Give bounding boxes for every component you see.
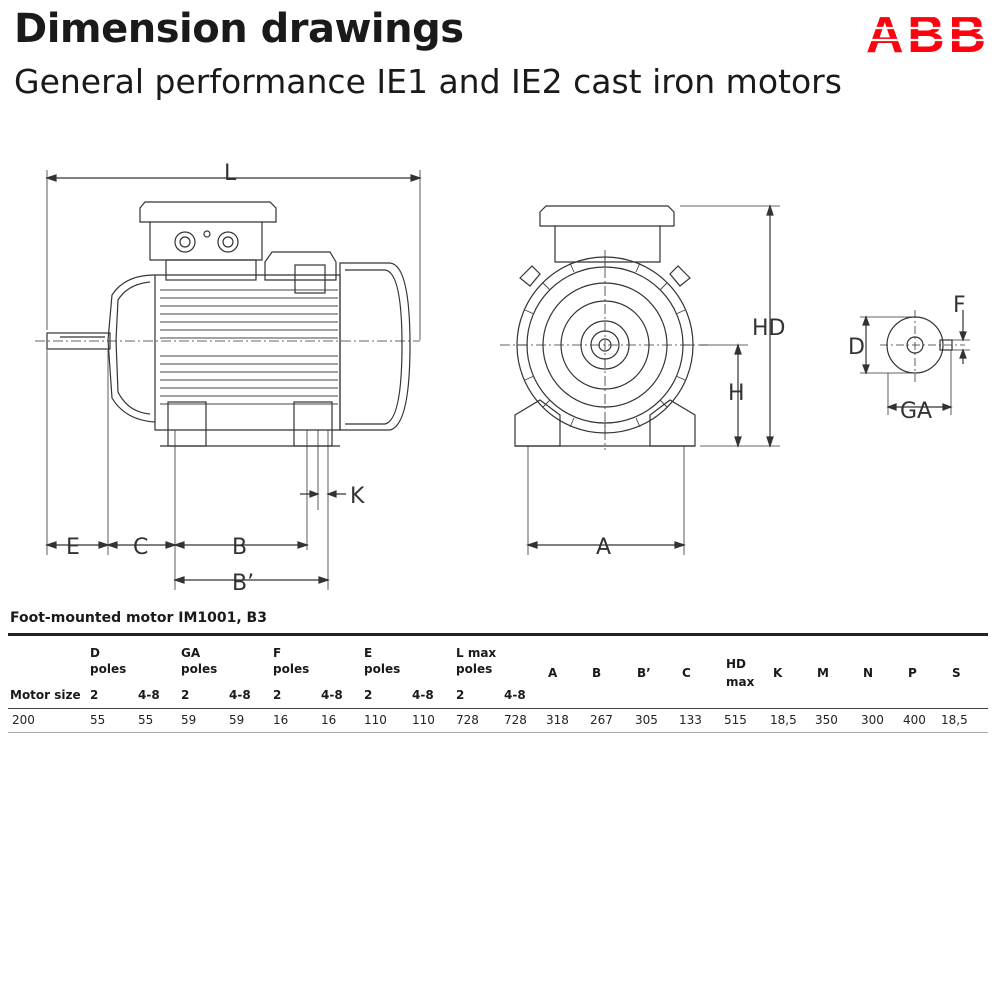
pole-label: 4-8 [412, 688, 434, 702]
dim-label-b: B [232, 535, 247, 560]
pole-label: 4-8 [321, 688, 343, 702]
table-cell: 267 [590, 713, 613, 727]
pole-label: 2 [456, 688, 465, 702]
pole-label: 2 [364, 688, 373, 702]
header-a: A [548, 666, 558, 680]
dim-label-e: E [66, 535, 80, 560]
table-cell: 18,5 [941, 713, 968, 727]
table-cell: 59 [181, 713, 197, 727]
header-hd-max: max [726, 675, 755, 689]
table-header-rule [8, 708, 988, 709]
svg-text:ABB: ABB [866, 6, 984, 58]
pole-label: 4-8 [138, 688, 160, 702]
abb-logo: ABB [866, 6, 986, 58]
table-cell: 16 [321, 713, 337, 727]
header-n: N [863, 666, 874, 680]
header-b-prime: B’ [637, 666, 651, 680]
row-motor-size: 200 [12, 713, 35, 727]
header-b: B [592, 666, 602, 680]
table-cell: 300 [861, 713, 884, 727]
dim-label-ga: GA [900, 399, 932, 424]
motor-size-label: Motor size [10, 688, 81, 702]
header-e-poles: poles [364, 662, 401, 676]
table-bottom-rule [8, 732, 988, 733]
header-k: K [773, 666, 783, 680]
table-cell: 728 [504, 713, 527, 727]
dim-label-l: L [224, 161, 237, 186]
table-cell: 515 [724, 713, 747, 727]
page-subtitle: General performance IE1 and IE2 cast iro… [14, 62, 842, 101]
dimension-drawing: L E C B B’ K A HD H D F GA [0, 130, 1000, 600]
header-ga: GA [181, 646, 201, 660]
header-m: M [817, 666, 829, 680]
table-cell: 18,5 [770, 713, 797, 727]
pole-label: 2 [273, 688, 282, 702]
table-cell: 305 [635, 713, 658, 727]
header-e: E [364, 646, 373, 660]
dim-label-k: K [350, 484, 365, 509]
table-cell: 59 [229, 713, 245, 727]
side-view [35, 170, 422, 590]
table-cell: 318 [546, 713, 569, 727]
header-s: S [952, 666, 961, 680]
table-cell: 16 [273, 713, 289, 727]
header-p: P [908, 666, 917, 680]
pole-label: 4-8 [504, 688, 526, 702]
table-cell: 55 [90, 713, 106, 727]
pole-label: 2 [90, 688, 99, 702]
header-hd: HD [726, 657, 747, 671]
pole-label: 4-8 [229, 688, 251, 702]
shaft-end-detail [860, 310, 970, 415]
dim-label-c: C [133, 535, 148, 560]
header-lmax: L max [456, 646, 497, 660]
dim-label-hd: HD [752, 316, 785, 341]
dim-label-h: H [728, 381, 745, 406]
table-cell: 110 [412, 713, 435, 727]
pole-label: 2 [181, 688, 190, 702]
page-title: Dimension drawings [14, 6, 464, 52]
table-cell: 728 [456, 713, 479, 727]
header-d: D [90, 646, 100, 660]
header-d-poles: poles [90, 662, 127, 676]
header-f-poles: poles [273, 662, 310, 676]
table-cell: 400 [903, 713, 926, 727]
dim-label-d: D [848, 335, 865, 360]
table-top-rule [8, 633, 988, 636]
header-f: F [273, 646, 282, 660]
table-cell: 350 [815, 713, 838, 727]
dim-label-f: F [953, 293, 966, 318]
dim-label-a: A [596, 535, 611, 560]
header-c: C [682, 666, 691, 680]
dim-label-b-prime: B’ [232, 571, 254, 596]
end-view [500, 204, 780, 555]
header-lmax-poles: poles [456, 662, 493, 676]
table-cell: 110 [364, 713, 387, 727]
table-cell: 133 [679, 713, 702, 727]
table-cell: 55 [138, 713, 154, 727]
table-caption: Foot-mounted motor IM1001, B3 [10, 610, 267, 626]
header-ga-poles: poles [181, 662, 218, 676]
